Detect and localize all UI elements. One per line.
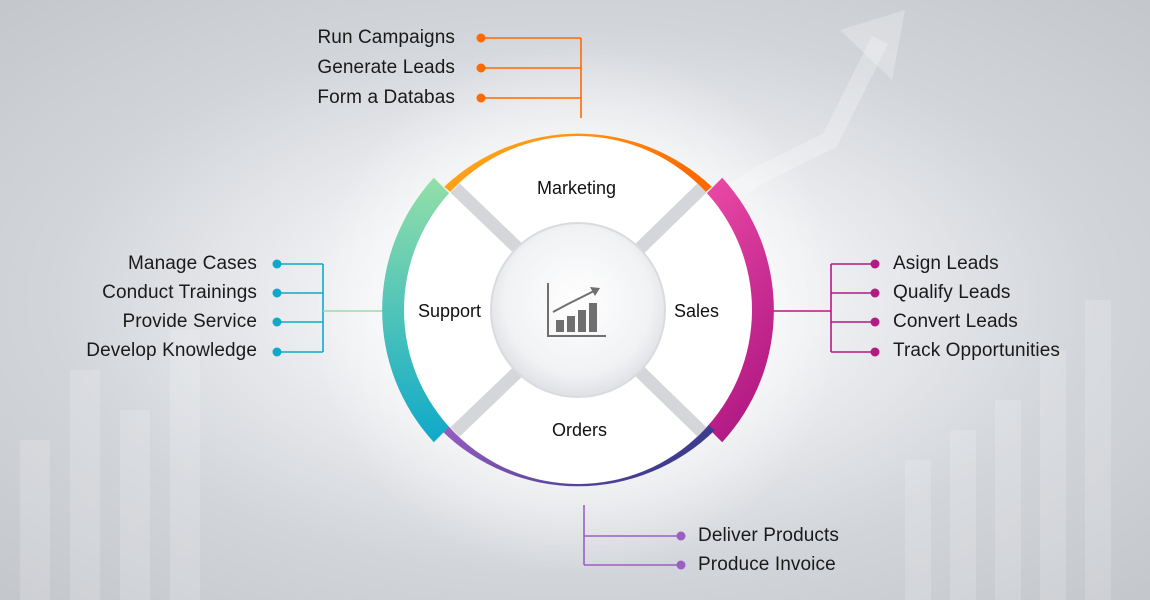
orders-item: Produce Invoice [698, 554, 836, 575]
sales-item: Qualify Leads [893, 282, 1011, 303]
background-bar [120, 410, 150, 600]
orders-bullet-dot [676, 560, 686, 570]
support-bullet-dot [272, 259, 282, 269]
support-bullet-dot [272, 288, 282, 298]
support-ring-segment [382, 177, 453, 443]
support-bullet-dot [272, 317, 282, 327]
support-item: Provide Service [122, 311, 257, 332]
sales-item: Convert Leads [893, 311, 1018, 332]
sales-label: Sales [674, 301, 720, 321]
orders-bullet-dot [676, 531, 686, 541]
marketing-item: Form a Databas [317, 87, 455, 108]
background-bar [995, 400, 1021, 600]
dividers [450, 183, 707, 437]
sales-bullet-dot [870, 347, 880, 357]
support-item: Conduct Trainings [102, 282, 257, 303]
orders-label: Orders [552, 420, 608, 440]
marketing-bullet-dot [476, 63, 486, 73]
support-label: Support [418, 301, 482, 321]
sales-bullet-dot [870, 288, 880, 298]
marketing-bullet-dot [476, 93, 486, 103]
background-bar [1085, 300, 1111, 600]
support-item: Develop Knowledge [86, 340, 257, 361]
sales-bullet-dot [870, 259, 880, 269]
bar-chart-growth-icon [547, 283, 606, 337]
sales-bullet-dot [870, 317, 880, 327]
background-bar [905, 460, 931, 600]
marketing-label: Marketing [537, 178, 617, 198]
support-item: Manage Cases [128, 253, 257, 274]
connector-lines [272, 33, 880, 570]
sales-ring-segment [703, 177, 774, 443]
support-bullet-dot [272, 347, 282, 357]
marketing-item: Run Campaigns [317, 27, 455, 48]
background-bar [70, 370, 100, 600]
background-bar [170, 330, 200, 600]
marketing-bullet-dot [476, 33, 486, 43]
background-bar [1040, 350, 1066, 600]
sales-item: Track Opportunities [893, 340, 1060, 361]
orders-item: Deliver Products [698, 525, 839, 546]
background-bar [20, 440, 50, 600]
sales-item: Asign Leads [893, 253, 999, 274]
marketing-item: Generate Leads [317, 57, 455, 78]
background-bar [950, 430, 976, 600]
